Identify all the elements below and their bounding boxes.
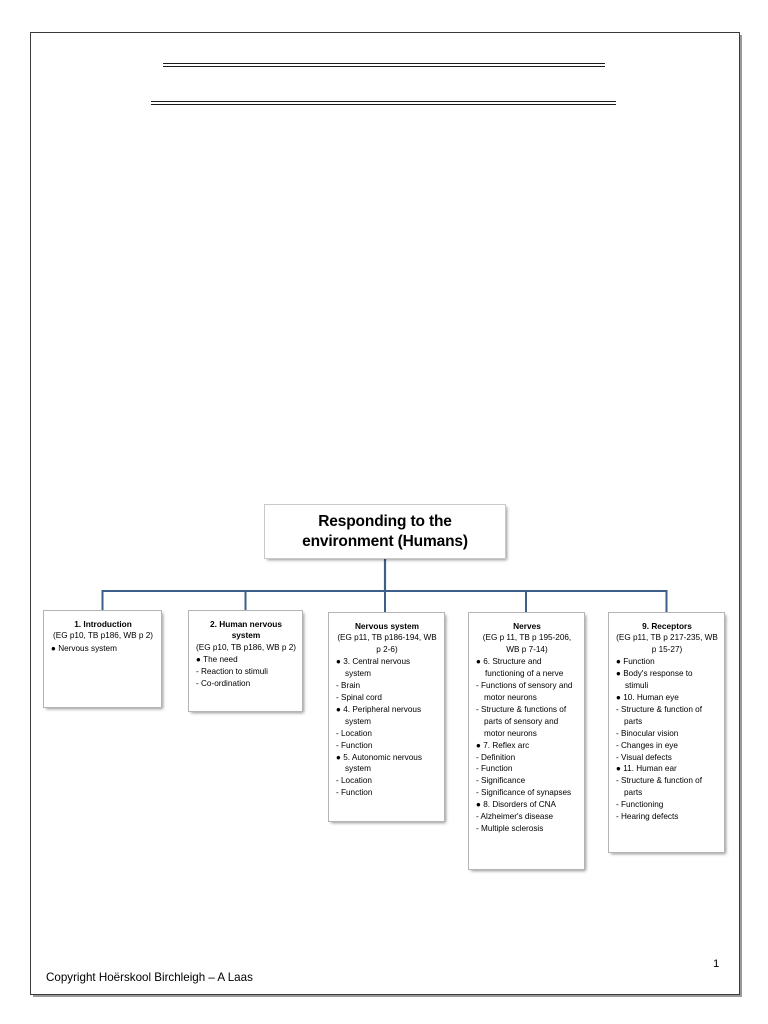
node-list-item: ● 8. Disorders of CNA — [476, 800, 557, 810]
node-list-item: - Location — [336, 728, 372, 738]
header-rule-top — [163, 63, 605, 67]
node-item-list: ● 3. Central nervous system - Brain - Spin… — [336, 656, 438, 799]
node-list-item: - Structure & function of parts — [616, 704, 703, 726]
node-list-item: ● 5. Autonomic nervous system — [336, 752, 422, 774]
node-list-item: - Significance — [476, 776, 526, 786]
node-reference: (EG p10, TB p186, WB p 2) — [196, 642, 296, 652]
node-list-item: - Multiple sclerosis — [476, 823, 544, 833]
node-list-item: - Reaction to stimuli — [196, 667, 268, 677]
node-list-item: ● 11. Human ear — [616, 764, 677, 774]
chart-root-title: Responding to the environment (Humans) — [302, 512, 468, 550]
node-list-item: ● 3. Central nervous system — [336, 657, 411, 679]
node-heading: Nervous system — [354, 621, 420, 631]
node-list-item: - Hearing defects — [616, 811, 679, 821]
node-list-item: - Structure & functions of parts of sens… — [476, 704, 567, 738]
node-list-item: - Alzheimer's disease — [476, 811, 554, 821]
node-heading: Nerves — [513, 621, 541, 631]
footer-copyright-text: Copyright Hoërskool Birchleigh – A Laas — [46, 971, 253, 984]
node-reference: (EG p10, TB p186, WB p 2) — [53, 631, 153, 641]
chart-node-nerves[interactable]: Nerves (EG p 11, TB p 195-206, WB p 7-14… — [468, 612, 585, 870]
node-list-item: - Definition — [476, 752, 516, 762]
node-list-item: - Function — [336, 788, 373, 798]
node-list-item: - Function — [476, 764, 513, 774]
header-rule-second — [151, 101, 616, 105]
node-list-item: - Visual defects — [616, 752, 672, 762]
chart-root-node[interactable]: Responding to the environment (Humans) — [264, 504, 506, 559]
page-number: 1 — [713, 958, 720, 970]
node-reference: (EG p11, TB p186-194, WB p 2-6) — [337, 633, 437, 654]
node-list-item: ● 10. Human eye — [616, 693, 679, 703]
chart-node-human-nervous-system[interactable]: 2. Human nervous system (EG p10, TB p186… — [188, 610, 303, 712]
node-list-item: ● Nervous system — [51, 643, 117, 653]
node-list-item: - Binocular vision — [616, 728, 679, 738]
node-list-item: ● 7. Reflex arc — [476, 740, 530, 750]
node-heading: 2. Human nervous system — [210, 619, 282, 641]
node-list-item: - Location — [336, 776, 372, 786]
node-list-item: - Significance of synapses — [476, 788, 572, 798]
node-list-item: ● 6. Structure and functioning of a nerv… — [476, 657, 564, 679]
node-list-item: ● Function — [616, 657, 655, 667]
node-list-item: ● The need — [196, 655, 238, 665]
node-list-item: - Co-ordination — [196, 679, 251, 689]
node-item-list: ● The need - Reaction to stimuli - Co-ordi… — [196, 654, 296, 690]
node-reference: (EG p 11, TB p 195-206, WB p 7-14) — [482, 633, 572, 654]
node-list-item: ● Body's response to stimuli — [616, 669, 693, 691]
node-item-list: ● Nervous system — [51, 643, 155, 655]
node-list-item: - Structure & function of parts — [616, 776, 703, 798]
node-item-list: ● Function ● Body's response to stimuli ● … — [616, 656, 718, 822]
node-list-item: - Function — [336, 740, 373, 750]
node-list-item: - Changes in eye — [616, 740, 678, 750]
chart-node-nervous-system[interactable]: Nervous system (EG p11, TB p186-194, WB … — [328, 612, 445, 822]
chart-node-receptors[interactable]: 9. Receptors (EG p11, TB p 217-235, WB p… — [608, 612, 725, 853]
node-heading: 1. Introduction — [74, 619, 132, 629]
node-list-item: - Functioning — [616, 800, 664, 810]
node-item-list: ● 6. Structure and functioning of a nerv… — [476, 656, 578, 834]
node-list-item: - Functions of sensory and motor neurons — [476, 681, 573, 703]
chart-node-introduction[interactable]: 1. Introduction (EG p10, TB p186, WB p 2… — [43, 610, 162, 708]
node-list-item: - Brain — [336, 681, 361, 691]
node-list-item: ● 4. Peripheral nervous system — [336, 704, 422, 726]
node-reference: (EG p11, TB p 217-235, WB p 15-27) — [616, 633, 718, 654]
node-heading: 9. Receptors — [642, 621, 692, 631]
node-list-item: - Spinal cord — [336, 693, 382, 703]
